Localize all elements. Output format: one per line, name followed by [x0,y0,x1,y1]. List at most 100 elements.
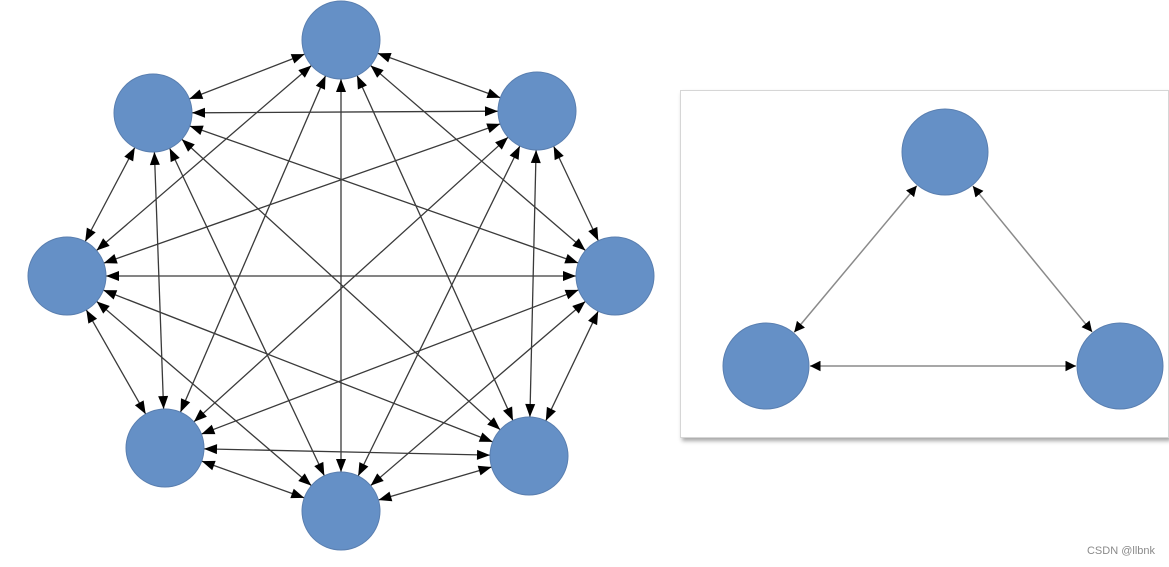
arrowhead [509,146,520,160]
arrowhead [191,107,206,118]
arrowhead [564,253,579,264]
graph-node [301,0,381,80]
arrowhead [180,398,191,413]
arrowhead [193,409,207,422]
arrowhead [358,462,369,476]
edge [189,125,579,264]
arrowhead [149,151,160,166]
arrowhead [503,406,513,421]
arrowhead [476,449,491,460]
triangle-nodes [722,108,1164,410]
graph-node [722,322,810,410]
arrowhead [96,301,110,314]
edge [96,64,312,252]
graph-node [489,416,569,496]
edge [169,147,325,477]
arrowhead [169,148,180,163]
arrowhead [370,473,384,486]
edge [370,64,586,252]
arrowhead [336,79,346,92]
graph-node [497,71,577,151]
arrowhead [189,125,204,136]
arrowheads [85,53,599,502]
arrowhead [96,238,110,251]
arrowhead [315,75,326,90]
edge [96,300,312,487]
watermark-text: CSDN @llbnk [1086,545,1155,557]
arrowhead [572,301,586,314]
graph-node [125,408,205,488]
arrowhead [495,137,509,150]
arrowhead [357,75,367,90]
graph-node [575,236,655,316]
arrowhead [134,400,146,415]
arrowhead [487,417,501,430]
arrowhead [563,271,576,281]
graph-node [27,236,107,316]
edge [179,75,327,413]
edge [545,310,599,422]
edge [201,289,579,435]
arrowhead [201,424,216,435]
arrowhead [486,88,501,98]
arrowhead [530,149,541,164]
edge [84,147,136,242]
arrowhead [181,139,195,152]
arrowhead [378,491,393,502]
edge [189,53,305,100]
graph-node [301,471,381,551]
graph-node [1076,322,1164,410]
graph-node [901,108,989,196]
arrowhead [103,254,118,264]
arrowhead [588,311,599,326]
edge [153,151,165,410]
arrowhead [189,89,204,99]
arrowhead [525,403,536,418]
graph-node [113,73,193,153]
edge [553,145,599,242]
arrowhead [314,461,325,476]
arrowhead [477,465,492,476]
edge [377,52,501,99]
arrowhead [478,432,493,442]
arrowhead [124,147,135,162]
arrowhead [377,53,392,63]
arrowhead [201,460,216,471]
arrowhead [336,459,346,472]
edge [193,136,509,423]
edge [356,75,514,421]
edge [85,309,147,415]
bidirectional-edge [793,185,918,333]
edge [529,149,537,418]
arrowhead [103,290,118,300]
arrowhead [290,488,305,499]
edge [181,138,501,431]
arrowhead [106,271,119,281]
arrowhead [298,65,312,78]
edge [357,145,521,477]
edges [84,52,599,501]
arrowhead [370,65,384,78]
arrowhead [298,473,312,486]
arrowhead [290,54,305,64]
nodes [27,0,655,551]
arrowhead [572,238,586,251]
arrowhead [486,123,501,133]
arrowhead [545,406,556,421]
arrowhead [553,146,564,161]
edge [370,300,586,487]
edge [378,466,492,501]
arrowhead [86,309,98,324]
bidirectional-edge [972,185,1093,333]
edge [103,123,501,264]
edge [191,110,499,114]
arrowhead [588,226,599,241]
arrowhead [484,106,499,117]
arrowhead [85,227,96,242]
edge [103,289,493,443]
edge [203,448,491,456]
arrowhead [158,395,169,410]
triangle-edges [793,185,1093,372]
complete-graph [27,0,655,551]
